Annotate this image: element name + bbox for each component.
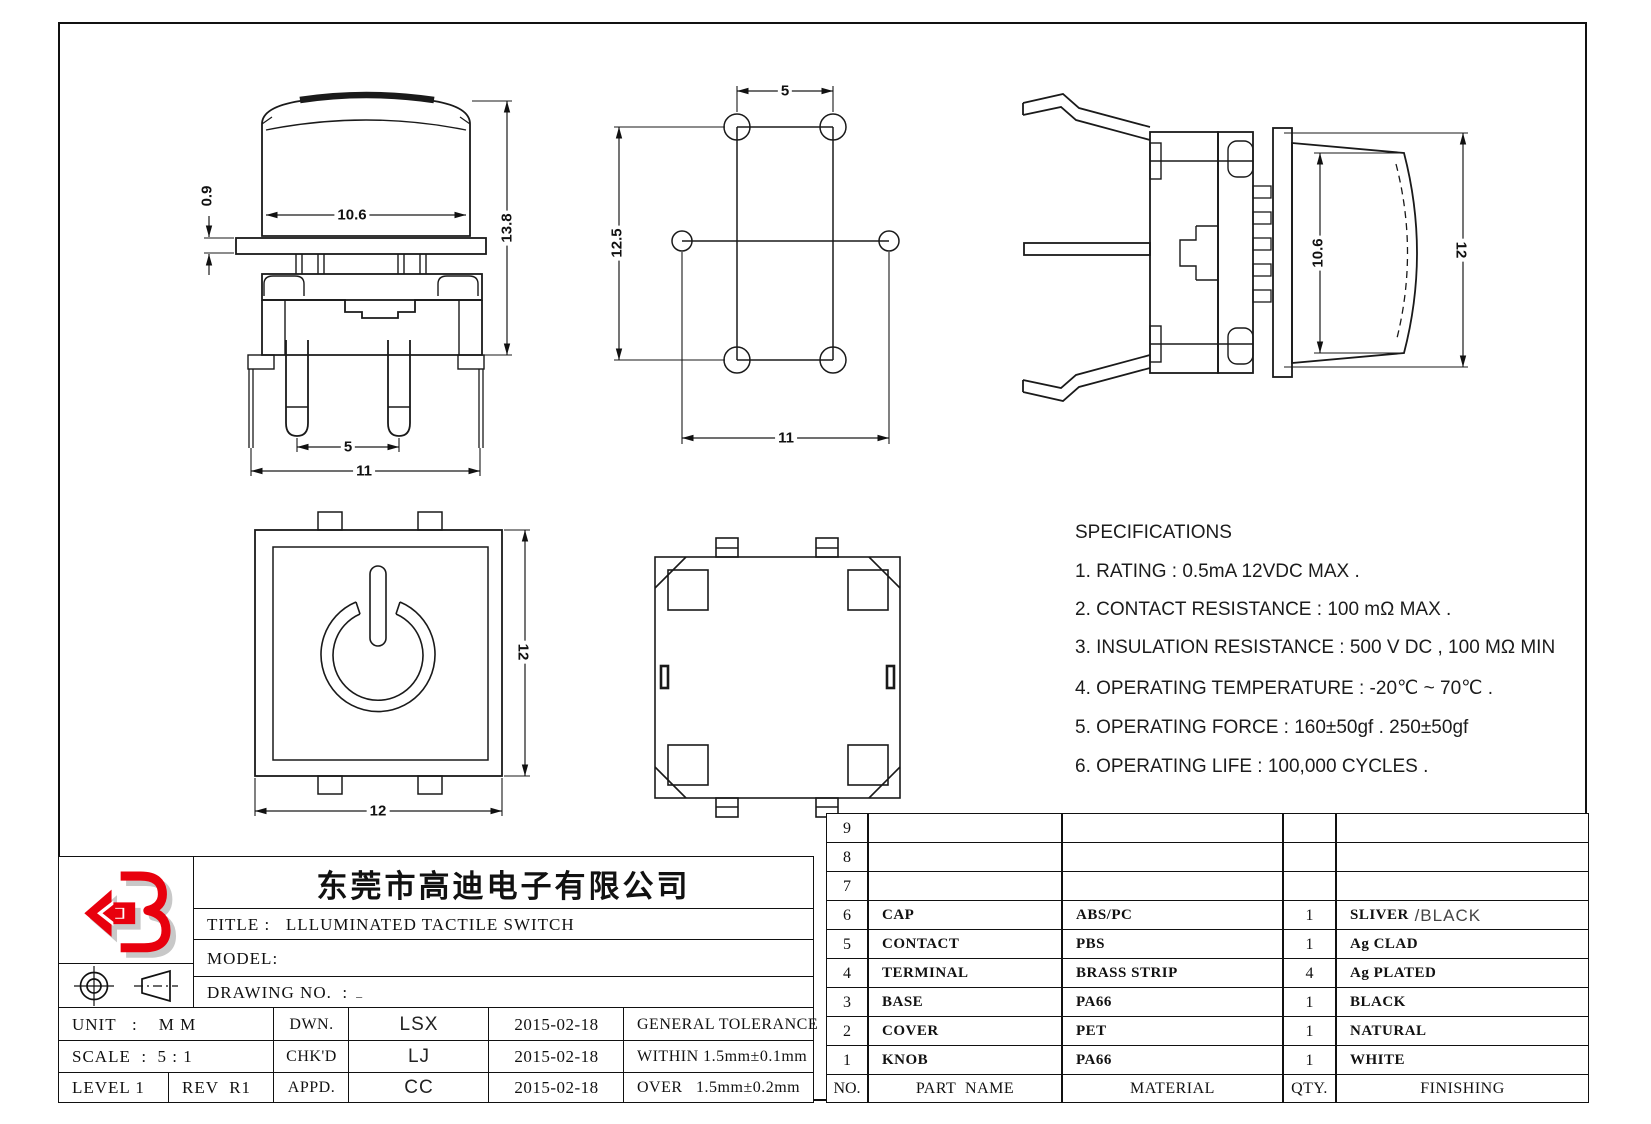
part-row-no: 5 <box>826 929 868 960</box>
projection-symbol-icon <box>73 966 178 1006</box>
title-row: TITLE : LLLUMINATED TACTILE SWITCH <box>193 908 814 941</box>
part-material: PA66 <box>1062 987 1283 1018</box>
part-material: PBS <box>1062 929 1283 960</box>
part-name: BASE <box>868 987 1062 1018</box>
part-name: COVER <box>868 1016 1062 1047</box>
part-material <box>1062 813 1283 844</box>
appd-name-cell: CC <box>348 1072 490 1103</box>
part-qty: 1 <box>1283 1045 1336 1076</box>
part-material: PET <box>1062 1016 1283 1047</box>
parts-header-material: MATERIAL <box>1062 1074 1283 1103</box>
spec-item: 2. CONTACT RESISTANCE : 100 mΩ MAX . <box>1075 599 1452 620</box>
dwn-name-cell: LSX <box>348 1007 490 1042</box>
part-material: BRASS STRIP <box>1062 958 1283 989</box>
part-name <box>868 871 1062 902</box>
projection-symbols-cell <box>58 963 195 1009</box>
parts-header-finishing: FINISHING <box>1336 1074 1589 1103</box>
part-name: TERMINAL <box>868 958 1062 989</box>
company-name: 东莞市高迪电子有限公司 <box>193 856 814 910</box>
part-name: KNOB <box>868 1045 1062 1076</box>
chk-date-cell: 2015-02-18 <box>488 1040 625 1074</box>
unit-cell: UNIT : M M <box>58 1007 275 1042</box>
finishing-secondary: /BLACK <box>1408 905 1482 925</box>
part-qty: 1 <box>1283 987 1336 1018</box>
part-qty <box>1283 871 1336 902</box>
part-material: ABS/PC <box>1062 900 1283 931</box>
part-finishing: Ag PLATED <box>1336 958 1589 989</box>
appd-label-cell: APPD. <box>273 1072 350 1103</box>
tolerance-over-cell: OVER 1.5mm±0.2mm <box>623 1072 814 1103</box>
part-finishing: Ag CLAD <box>1336 929 1589 960</box>
appd-date-cell: 2015-02-18 <box>488 1072 625 1103</box>
part-row-no: 9 <box>826 813 868 844</box>
dim-cap-bottom: 12 <box>366 802 390 820</box>
parts-header-no: NO. <box>826 1074 868 1103</box>
part-row-no: 8 <box>826 842 868 873</box>
dim-cap-width: 10.6 <box>334 206 370 224</box>
spec-item: 4. OPERATING TEMPERATURE : -20℃ ~ 70℃ . <box>1075 678 1494 699</box>
part-name <box>868 842 1062 873</box>
drawing-no-label: DRAWING NO. : <box>207 982 349 1002</box>
part-name: CONTACT <box>868 929 1062 960</box>
part-material <box>1062 842 1283 873</box>
part-row-no: 3 <box>826 987 868 1018</box>
scale-cell: SCALE : 5 : 1 <box>58 1040 275 1074</box>
part-row-no: 6 <box>826 900 868 931</box>
dim-pin-pitch: 5 <box>340 438 356 456</box>
chk-label-cell: CHK'D <box>273 1040 350 1074</box>
parts-header-qty: QTY. <box>1283 1074 1336 1103</box>
dwn-date-cell: 2015-02-18 <box>488 1007 625 1042</box>
drawing-no-value: _ <box>356 985 364 999</box>
drawing-no-row: DRAWING NO. : _ <box>193 976 814 1009</box>
part-name <box>868 813 1062 844</box>
part-row-no: 7 <box>826 871 868 902</box>
company-logo-cell <box>58 856 195 965</box>
dim-hole-top-pitch: 5 <box>777 82 793 100</box>
chk-name-cell: LJ <box>348 1040 490 1074</box>
part-finishing: BLACK <box>1336 987 1589 1018</box>
part-qty <box>1283 842 1336 873</box>
dim-total-height: 13.8 <box>498 210 516 246</box>
rev-cell: REV R1 <box>168 1072 275 1103</box>
part-qty: 1 <box>1283 1016 1336 1047</box>
dim-lead-span: 11 <box>353 462 375 480</box>
dim-cap-side: 12 <box>514 640 532 664</box>
dim-side-cap-inner: 10.6 <box>1309 235 1327 271</box>
spec-item: 3. INSULATION RESISTANCE : 500 V DC , 10… <box>1075 637 1556 658</box>
part-material: PA66 <box>1062 1045 1283 1076</box>
dim-hole-row-span: 12.5 <box>608 225 626 261</box>
part-finishing <box>1336 842 1589 873</box>
finishing-primary: SLIVER <box>1350 907 1409 923</box>
dim-flange: 0.9 <box>198 182 216 210</box>
part-qty: 4 <box>1283 958 1336 989</box>
tolerance-title-cell: GENERAL TOLERANCE <box>623 1007 818 1042</box>
part-finishing <box>1336 813 1589 844</box>
part-finishing: WHITE <box>1336 1045 1589 1076</box>
part-finishing: SLIVER /BLACK <box>1336 900 1589 931</box>
part-row-no: 2 <box>826 1016 868 1047</box>
part-qty: 1 <box>1283 929 1336 960</box>
part-row-no: 4 <box>826 958 868 989</box>
part-qty: 1 <box>1283 900 1336 931</box>
part-finishing <box>1336 871 1589 902</box>
level-cell: LEVEL 1 <box>58 1072 170 1103</box>
dim-side-cap-outer: 12 <box>1452 238 1470 262</box>
company-logo <box>83 871 176 958</box>
part-name: CAP <box>868 900 1062 931</box>
parts-header-name: PART NAME <box>868 1074 1062 1103</box>
spec-item: 6. OPERATING LIFE : 100,000 CYCLES . <box>1075 756 1429 777</box>
dwn-label-cell: DWN. <box>273 1007 350 1042</box>
part-material <box>1062 871 1283 902</box>
specifications-title: SPECIFICATIONS <box>1075 522 1232 543</box>
spec-item: 1. RATING : 0.5mA 12VDC MAX . <box>1075 561 1360 582</box>
part-qty <box>1283 813 1336 844</box>
part-row-no: 1 <box>826 1045 868 1076</box>
part-finishing: NATURAL <box>1336 1016 1589 1047</box>
dim-hole-mid-pitch: 11 <box>775 429 797 447</box>
model-row: MODEL: <box>193 939 814 978</box>
tolerance-within-cell: WITHIN 1.5mm±0.1mm <box>623 1040 814 1074</box>
spec-item: 5. OPERATING FORCE : 160±50gf . 250±50gf <box>1075 717 1469 738</box>
drawing-border <box>58 22 1587 1101</box>
